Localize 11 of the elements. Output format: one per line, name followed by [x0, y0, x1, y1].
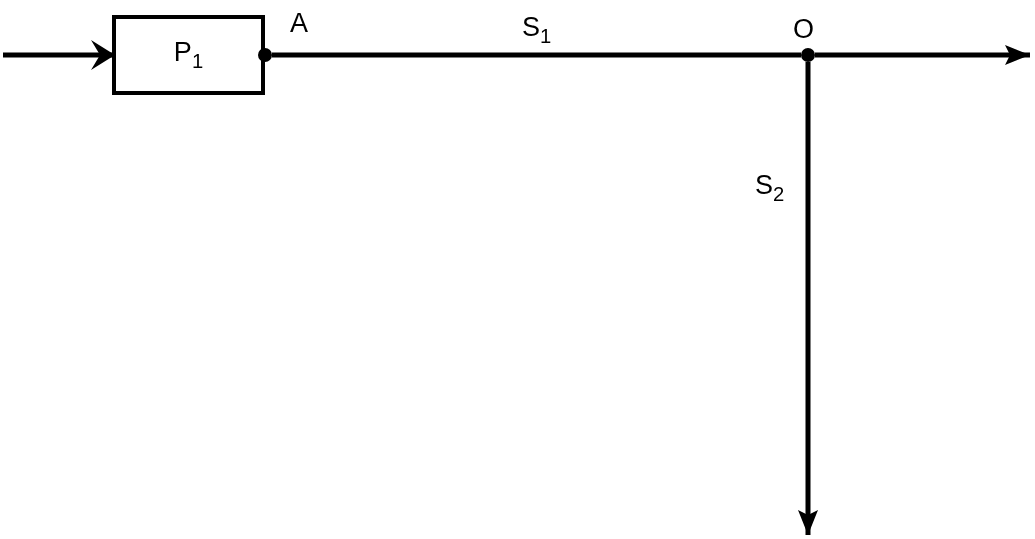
- edge-label: S$_{1}$: [522, 14, 552, 47]
- arrow: [798, 62, 818, 535]
- arrow: [815, 45, 1030, 65]
- box-label: P$_{1}$: [173, 36, 204, 74]
- process-box: [112, 15, 265, 95]
- junction-dot: [801, 48, 815, 62]
- point-label: O: [793, 16, 814, 43]
- edge-label: S$_{2}$: [755, 172, 785, 205]
- point-label: A: [290, 10, 308, 37]
- line: [272, 52, 801, 58]
- junction-dot: [258, 48, 272, 62]
